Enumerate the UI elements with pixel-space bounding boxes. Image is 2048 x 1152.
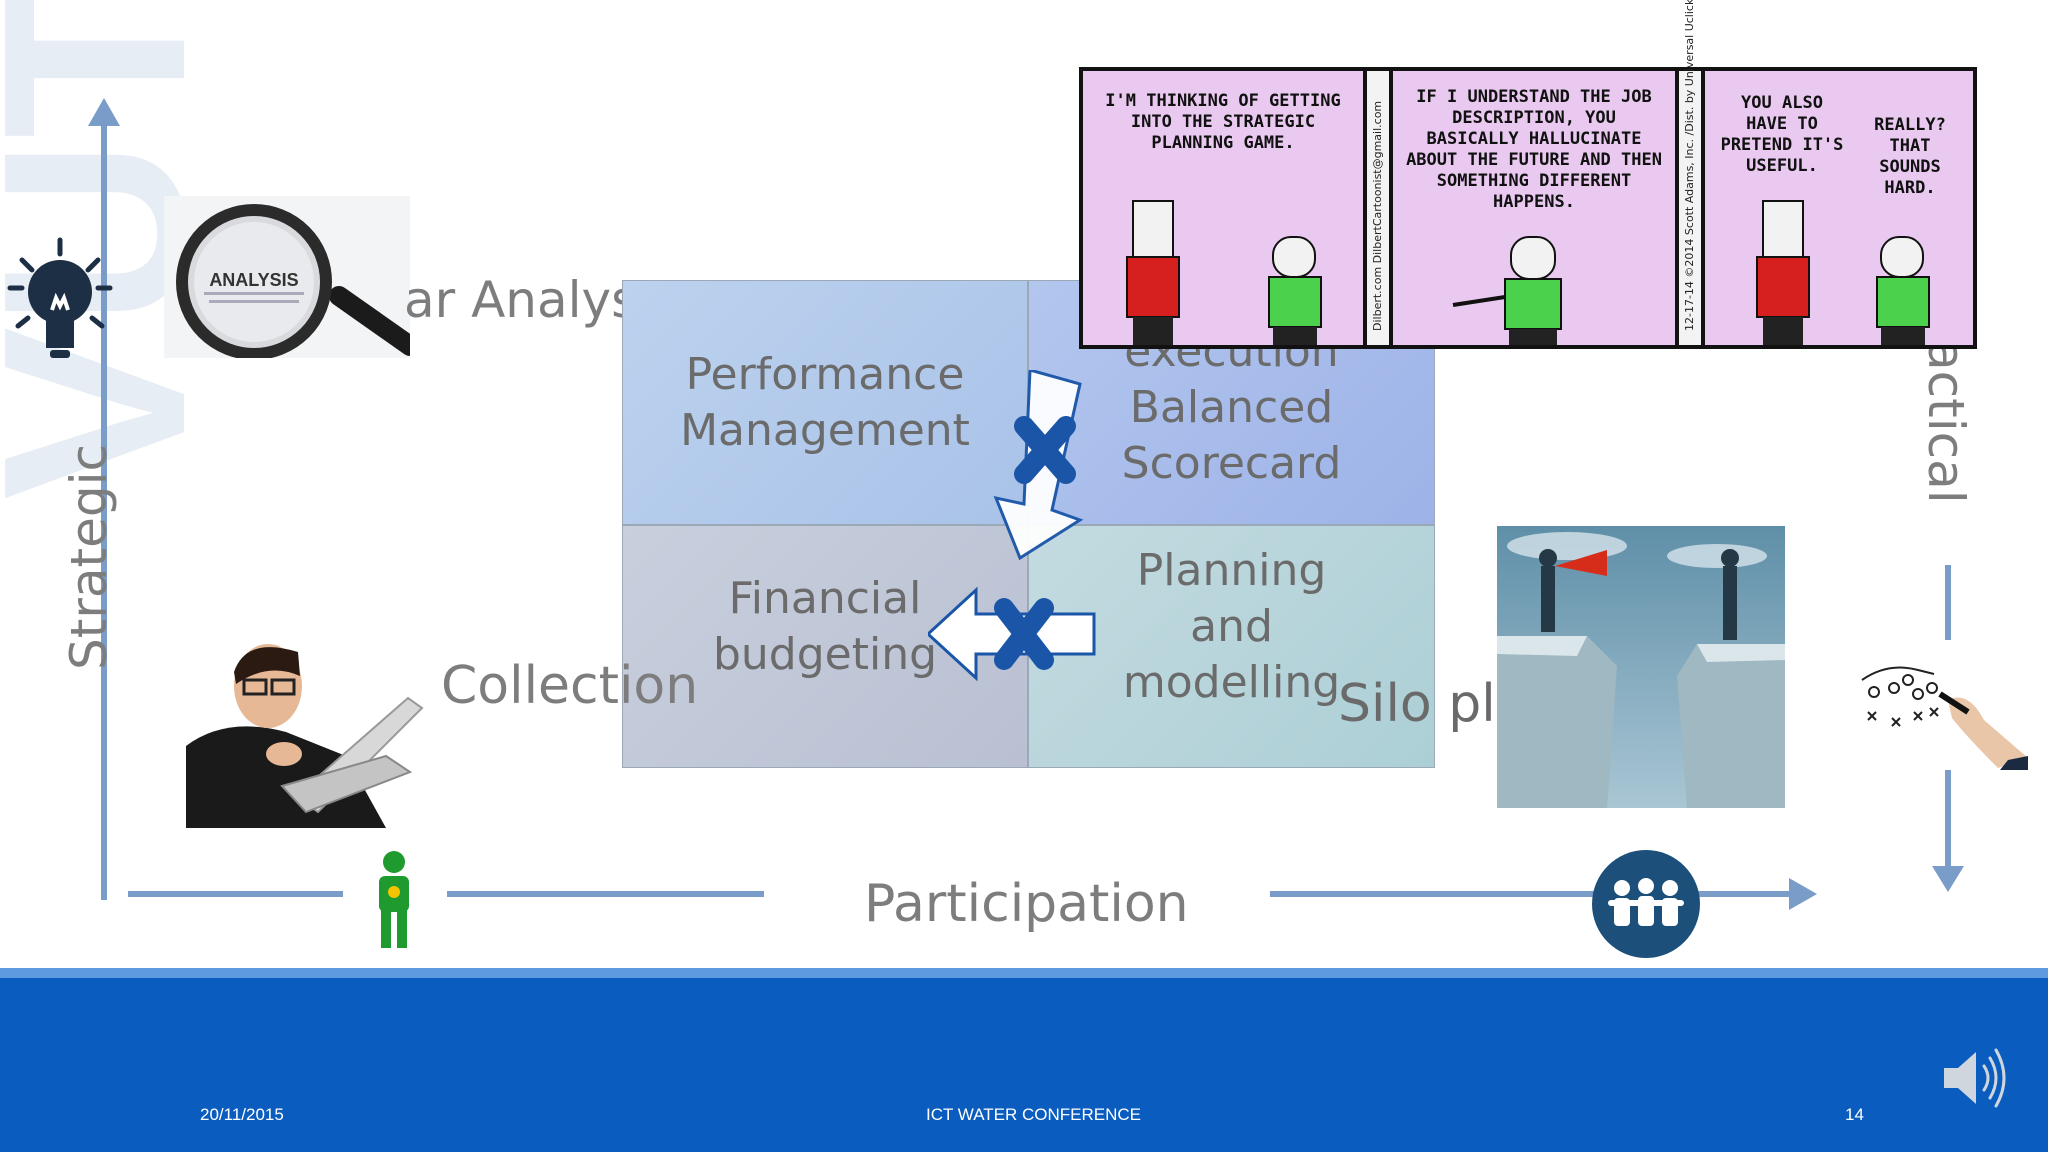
axis-arrow-up-icon — [88, 98, 120, 126]
participation-label: Participation — [864, 874, 1189, 934]
comic-credits-1: Dilbert.com DilbertCartoonist@gmail.com — [1367, 71, 1389, 345]
collection-label: Collection — [441, 656, 699, 716]
vertical-axis — [101, 112, 107, 900]
comic-panel-2-text: IF I UNDERSTAND THE JOB DESCRIPTION, YOU… — [1406, 87, 1662, 212]
horizontal-axis-segment-3 — [1270, 891, 1795, 897]
dilbert-comic-strip: I'M THINKING OF GETTING INTO THE STRATEG… — [1079, 0, 1977, 349]
silo-label: Silo pla — [1338, 674, 1498, 734]
comic-credits-2-text: 12-17-14 ©2014 Scott Adams, Inc. /Dist. … — [1683, 0, 1696, 331]
comic-panel-3: YOU ALSO HAVE TO PRETEND IT'S USEFUL. RE… — [1705, 71, 1973, 345]
comic-panel-3-figures — [1756, 200, 1930, 345]
comic-panel-1-text: I'M THINKING OF GETTING INTO THE STRATEG… — [1105, 91, 1341, 153]
axis-arrow-down-icon — [1932, 866, 1964, 892]
footer-title: ICT WATER CONFERENCE — [926, 1105, 1142, 1124]
footer-date: 20/11/2015 — [200, 1105, 284, 1124]
cliff-megaphone-image — [1497, 526, 1785, 808]
comic-panel-3-right-text: REALLY? THAT SOUNDS HARD. — [1874, 115, 1946, 198]
comic-credits-2: 12-17-14 ©2014 Scott Adams, Inc. /Dist. … — [1679, 0, 1701, 345]
quadrant-planning-modelling-label: Planning and modelling — [1122, 544, 1341, 708]
strategy-drawing-hand-image — [1861, 666, 2028, 770]
arrow-left-crossed-icon — [928, 586, 1096, 682]
comic-panel-2: IF I UNDERSTAND THE JOB DESCRIPTION, YOU… — [1393, 71, 1675, 345]
quadrant-financial-budgeting-label: Financial budgeting — [712, 572, 938, 680]
strategic-label: Strategic — [60, 443, 118, 670]
horizontal-axis-segment-2 — [447, 891, 764, 897]
quadrant-performance-management: Performance Management — [622, 280, 1028, 525]
horizontal-axis-segment-1 — [128, 891, 343, 897]
footer-page-number: 14 — [1845, 1105, 1864, 1124]
comic-panel-1-figures — [1126, 200, 1322, 345]
tactical-axis-top — [1945, 565, 1951, 640]
quadrant-performance-management-label: Performance Management — [680, 348, 970, 456]
axis-arrow-right-icon — [1789, 878, 1817, 910]
comic-panel-3-left-text: YOU ALSO HAVE TO PRETEND IT'S USEFUL. — [1720, 93, 1844, 176]
arrow-down-crossed-icon — [993, 370, 1084, 560]
footer-bar — [0, 968, 2048, 1152]
comic-panel-1: I'M THINKING OF GETTING INTO THE STRATEG… — [1083, 71, 1363, 345]
single-person-icon — [379, 851, 409, 948]
comic-credits-1-text: Dilbert.com DilbertCartoonist@gmail.com — [1371, 100, 1384, 331]
tactical-axis-bottom — [1945, 770, 1951, 870]
tactical-label: actical — [1917, 340, 1975, 504]
comic-panel-2-figures — [1452, 236, 1562, 345]
analyst-label: ar Analyst — [404, 271, 657, 329]
analysis-magnifier-image: ANALYSIS — [164, 196, 410, 358]
team-group-icon — [1592, 850, 1700, 958]
footer-accent-strip — [0, 968, 2048, 978]
speaker-audio-icon[interactable] — [1940, 1044, 2006, 1114]
quadrant-financial-budgeting: Financial budgeting — [622, 525, 1028, 768]
lightbulb-icon — [7, 237, 113, 358]
frustrated-laptop-man-image — [186, 636, 426, 828]
analysis-magnifier-text: ANALYSIS — [209, 270, 299, 290]
quadrant-planning-modelling: Planning and modelling — [1028, 525, 1435, 768]
